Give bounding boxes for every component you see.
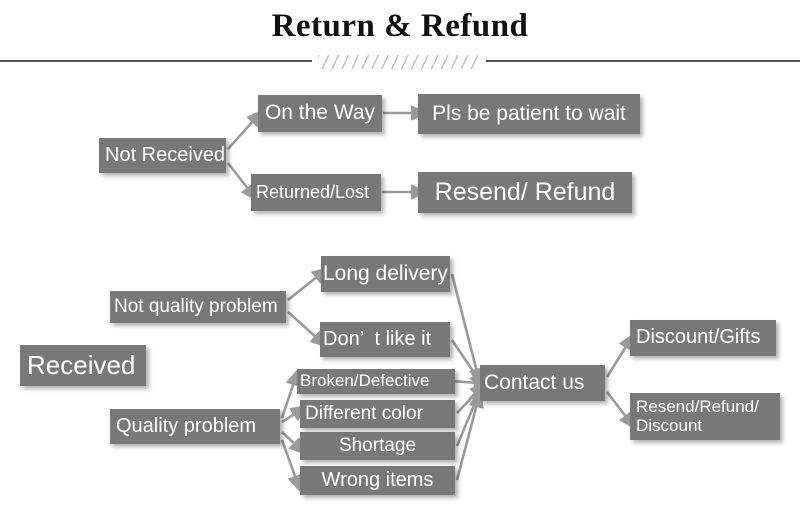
node-label: Pls be patient to wait [432,101,626,125]
divider-hatch-marks [318,55,478,69]
node-label: Different color [305,402,423,424]
divider-rule-right [486,60,800,62]
node-pls-be-patient-to-wait[interactable]: Pls be patient to wait [418,94,640,134]
node-received[interactable]: Received [20,345,146,386]
node-on-the-way[interactable]: On the Way [258,95,382,132]
node-label: Received [27,350,136,381]
node-broken-defective[interactable]: Broken/Defective [297,369,455,394]
node-label: On the Way [264,101,376,125]
node-wrong-items[interactable]: Wrong items [300,466,455,495]
node-label: Broken/Defective [300,371,430,391]
node-label: Wrong items [321,468,434,491]
node-shortage[interactable]: Shortage [300,432,455,460]
node-different-color[interactable]: Different color [300,400,455,428]
node-label: Shortage [338,434,417,456]
node-label: Long delivery [323,261,448,285]
node-label: Not Received [105,143,226,166]
node-label: Contact us [484,370,585,394]
divider-rule-left [0,60,312,62]
node-contact-us[interactable]: Contact us [480,365,605,401]
node-resend-refund[interactable]: Resend/ Refund [418,172,632,213]
node-label: Not quality problem [114,295,278,317]
node-label: Discount/Gifts [636,326,761,349]
node-not-quality-problem[interactable]: Not quality problem [110,291,286,323]
node-label: Quality problem [116,414,257,437]
node-dont-like-it[interactable]: Don’ t like it [320,322,450,357]
node-resend-refund-discount[interactable]: Resend/Refund/ Discount [630,393,780,440]
page-title: Return & Refund [271,8,529,44]
title-divider [0,55,800,69]
node-label-line-1: Resend/Refund/ [636,397,759,417]
node-quality-problem[interactable]: Quality problem [110,409,280,444]
node-long-delivery[interactable]: Long delivery [321,256,450,292]
node-discount-gifts[interactable]: Discount/Gifts [630,320,776,356]
node-label-line-2: Discount [636,415,703,435]
node-label: Don’ t like it [323,327,432,350]
node-not-received[interactable]: Not Received [99,138,226,173]
node-returned-lost[interactable]: Returned/Lost [251,174,381,211]
node-label: Returned/Lost [256,181,370,202]
node-label: Resend/ Refund [434,178,616,206]
